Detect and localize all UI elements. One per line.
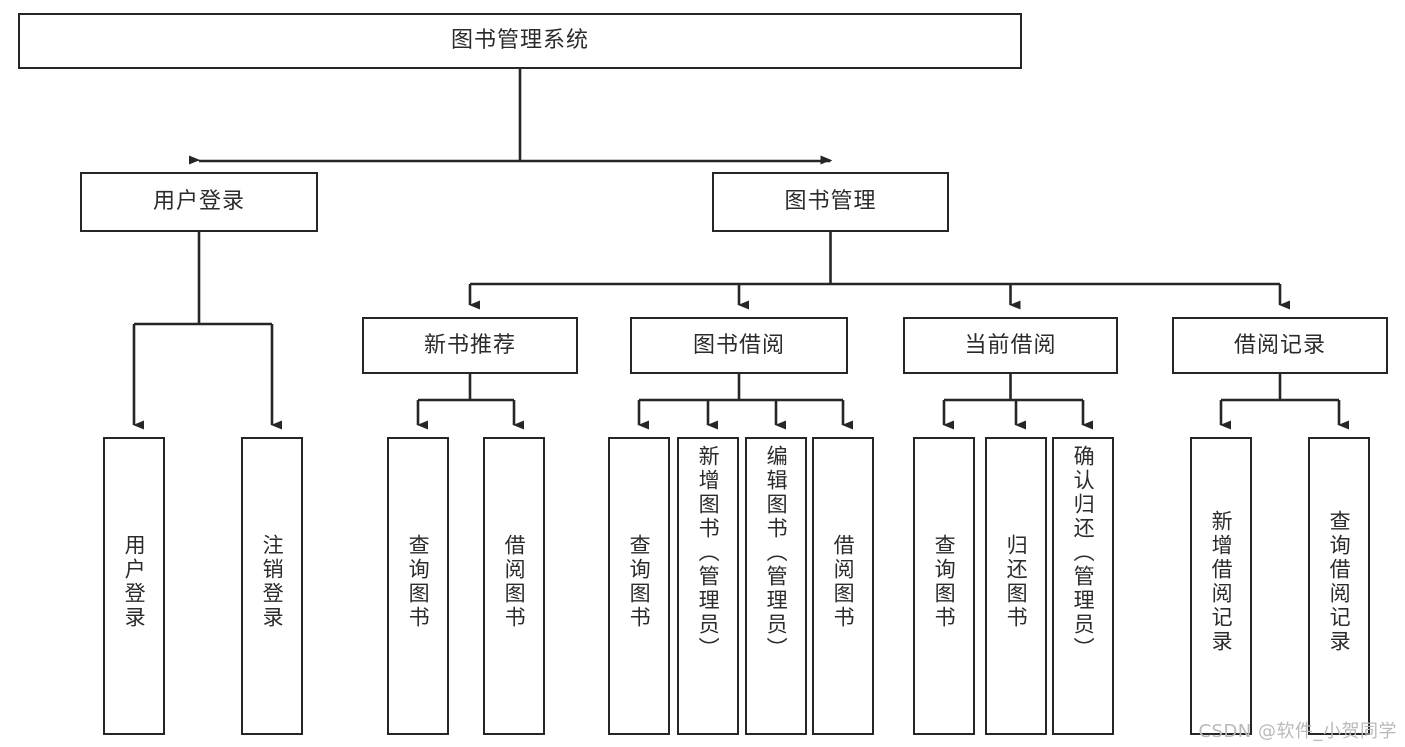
node-leaf-add-book[interactable]: 新增图书（管理员） [677, 437, 739, 735]
node-leaf-query-book-2[interactable]: 查询图书 [608, 437, 670, 735]
node-leaf-confirm-return[interactable]: 确认归还（管理员） [1052, 437, 1114, 735]
node-label: 用户登录 [122, 534, 147, 630]
node-borrow-record[interactable]: 借阅记录 [1172, 317, 1388, 374]
connector-bus-current-borrow [944, 374, 1083, 402]
node-leaf-edit-book[interactable]: 编辑图书（管理员） [745, 437, 807, 735]
node-label: 新增图书（管理员） [696, 445, 721, 661]
node-leaf-user-login[interactable]: 用户登录 [103, 437, 165, 735]
node-new-book-recommend[interactable]: 新书推荐 [362, 317, 578, 374]
connector-bus-root [199, 69, 831, 163]
node-user-login[interactable]: 用户登录 [80, 172, 318, 232]
node-leaf-borrow-book-1[interactable]: 借阅图书 [483, 437, 545, 735]
node-label: 查询图书 [406, 534, 431, 630]
node-label: 编辑图书（管理员） [764, 445, 789, 661]
node-label: 确认归还（管理员） [1071, 445, 1096, 661]
node-book-borrow[interactable]: 图书借阅 [630, 317, 848, 374]
connector-paths [132, 69, 1349, 430]
node-label: 归还图书 [1004, 534, 1029, 630]
node-book-manage[interactable]: 图书管理 [712, 172, 949, 232]
connector-bus-new-book-recommend [418, 374, 514, 402]
node-label: 借阅图书 [831, 534, 856, 630]
node-leaf-borrow-book-2[interactable]: 借阅图书 [812, 437, 874, 735]
node-label: 图书管理系统 [450, 28, 589, 54]
connector-bus-user-login [134, 232, 272, 326]
node-label: 新书推荐 [423, 332, 516, 358]
node-leaf-return-book[interactable]: 归还图书 [985, 437, 1047, 735]
node-label: 用户登录 [152, 189, 245, 215]
node-leaf-query-record[interactable]: 查询借阅记录 [1308, 437, 1370, 735]
node-label: 图书借阅 [692, 332, 785, 358]
node-label: 新增借阅记录 [1209, 510, 1234, 654]
node-current-borrow[interactable]: 当前借阅 [903, 317, 1118, 374]
connector-bus-borrow-record [1221, 374, 1339, 402]
node-label: 当前借阅 [964, 332, 1057, 358]
node-label: 查询图书 [932, 534, 957, 630]
node-leaf-logout[interactable]: 注销登录 [241, 437, 303, 735]
connector-bus-book-manage [470, 232, 1280, 286]
connector-bus-book-borrow [639, 374, 843, 402]
node-leaf-query-book-3[interactable]: 查询图书 [913, 437, 975, 735]
node-leaf-add-record[interactable]: 新增借阅记录 [1190, 437, 1252, 735]
node-root[interactable]: 图书管理系统 [18, 13, 1022, 69]
node-label: 查询借阅记录 [1327, 510, 1352, 654]
node-label: 借阅记录 [1233, 332, 1326, 358]
node-leaf-query-book-1[interactable]: 查询图书 [387, 437, 449, 735]
node-label: 借阅图书 [502, 534, 527, 630]
node-label: 图书管理 [784, 189, 877, 215]
node-label: 注销登录 [260, 534, 285, 630]
node-label: 查询图书 [627, 534, 652, 630]
